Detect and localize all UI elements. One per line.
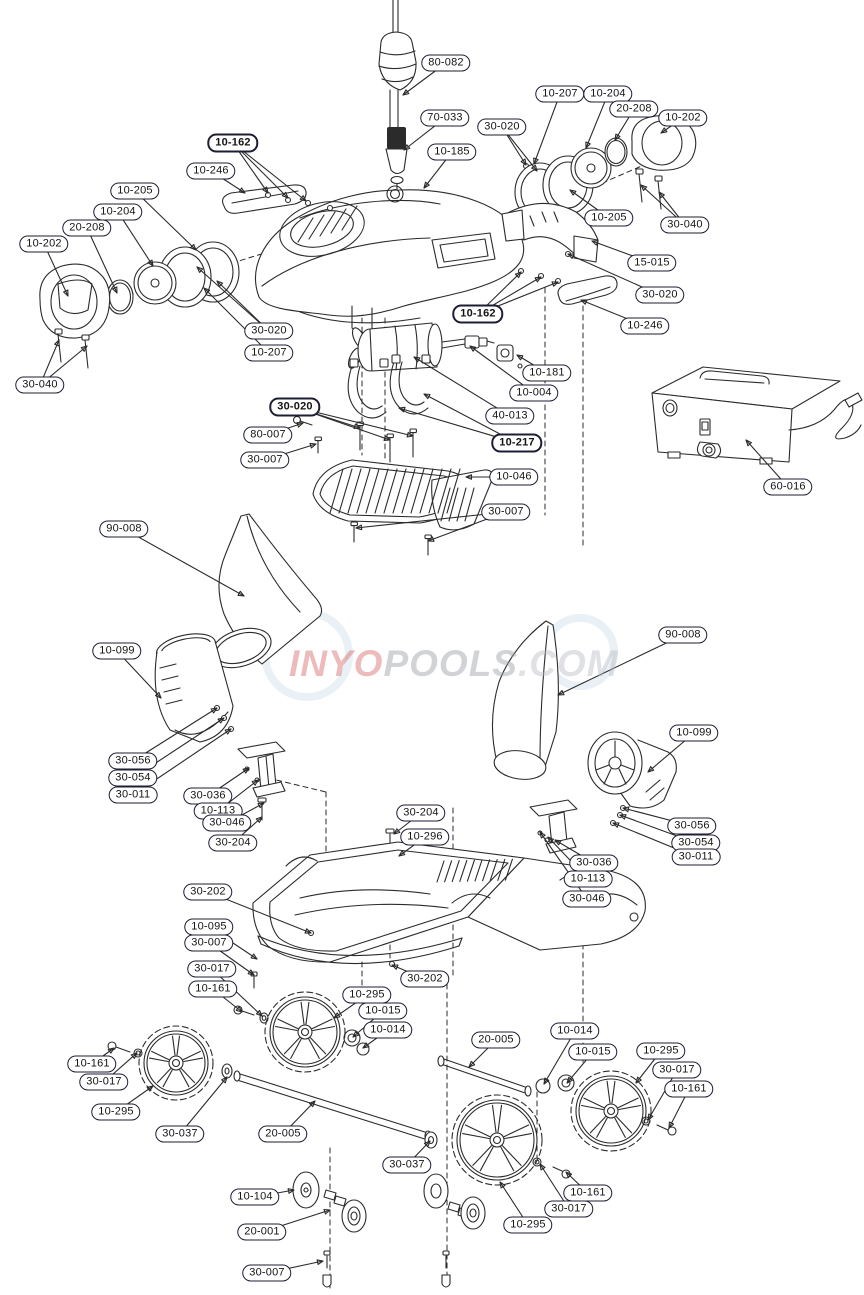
part-label-10-113: 10-113 [563,870,613,888]
right-bag-drawing [491,620,677,827]
part-label-10-207: 10-207 [244,344,294,362]
handle-drawing [501,202,599,263]
part-label-10-099: 10-099 [669,724,719,742]
motor-drawing [347,322,523,372]
part-label-10-295: 10-295 [91,1103,141,1121]
part-label-10-204: 10-204 [583,85,633,103]
part-label-30-037: 30-037 [155,1125,205,1143]
part-label-30-202: 30-202 [183,883,233,901]
part-label-40-013: 40-013 [485,407,535,425]
part-label-20-208: 20-208 [609,100,659,118]
part-label-30-036: 30-036 [183,787,233,805]
part-label-90-008: 90-008 [658,626,708,644]
part-label-10-161: 10-161 [67,1055,117,1073]
part-label-20-001: 20-001 [237,1223,287,1241]
part-label-30-011: 30-011 [671,848,721,866]
part-label-70-033: 70-033 [420,109,470,127]
part-label-10-246: 10-246 [620,317,670,335]
part-label-10-295: 10-295 [342,986,392,1004]
part-label-10-202: 10-202 [19,235,69,253]
part-label-20-005: 20-005 [471,1031,521,1049]
part-label-10-202: 10-202 [658,109,708,127]
part-label-10-014: 10-014 [550,1022,600,1040]
part-label-10-296: 10-296 [400,828,450,846]
leader-lines [39,62,789,1274]
part-label-30-007: 30-007 [481,503,531,521]
left-output-train-drawing [39,241,240,369]
brackets-drawing [237,741,611,889]
part-label-30-056: 30-056 [108,752,158,770]
part-label-10-046: 10-046 [489,468,539,486]
left-bag-drawing [154,513,323,743]
part-label-15-015: 15-015 [627,254,677,272]
part-label-10-099: 10-099 [92,642,142,660]
part-label-10-295: 10-295 [636,1042,686,1060]
part-label-10-246: 10-246 [186,162,236,180]
part-label-10-204: 10-204 [93,203,143,221]
part-label-10-181: 10-181 [522,364,572,382]
part-label-10-014: 10-014 [363,1021,413,1039]
part-label-30-017: 30-017 [652,1061,702,1079]
watermark-swirl [261,609,618,701]
part-label-30-046: 30-046 [202,814,252,832]
part-label-30-020: 30-020 [269,397,321,417]
part-label-30-017: 30-017 [187,960,237,978]
part-label-10-161: 10-161 [563,1184,613,1202]
part-label-10-004: 10-004 [509,384,559,402]
part-label-10-205: 10-205 [584,209,634,227]
part-label-20-005: 20-005 [258,1125,308,1143]
part-label-30-011: 30-011 [108,786,158,804]
part-label-30-007: 30-007 [240,451,290,469]
part-label-30-017: 30-017 [544,1200,594,1218]
part-label-90-008: 90-008 [99,520,149,538]
part-label-30-017: 30-017 [79,1073,129,1091]
axles-hardware-drawing [107,1005,677,1179]
part-label-10-162: 10-162 [452,304,504,324]
part-label-30-007: 30-007 [184,934,234,952]
part-label-10-162: 10-162 [207,133,259,153]
part-label-30-204: 30-204 [396,804,446,822]
part-label-30-036: 30-036 [569,854,619,872]
float-drawing [378,0,417,191]
part-label-80-082: 80-082 [421,54,471,72]
part-label-10-095: 10-095 [184,918,234,936]
body-shell-drawing [255,185,525,334]
part-label-10-217: 10-217 [491,433,543,453]
part-label-30-054: 30-054 [108,769,158,787]
part-label-30-054: 30-054 [671,834,721,852]
part-label-30-020: 30-020 [244,322,294,340]
part-label-30-040: 30-040 [15,376,65,394]
part-label-30-007: 30-007 [242,1264,292,1282]
generated-art [138,205,652,1186]
part-label-80-007: 80-007 [243,426,293,444]
part-label-10-207: 10-207 [535,85,585,103]
bottom-discs-drawing [292,1171,486,1288]
part-label-10-161: 10-161 [664,1080,714,1098]
part-label-10-161: 10-161 [188,980,238,998]
part-label-30-037: 30-037 [382,1156,432,1174]
part-label-10-015: 10-015 [358,1002,408,1020]
part-label-10-205: 10-205 [110,182,160,200]
part-label-10-104: 10-104 [230,1188,280,1206]
right-output-train-drawing [514,115,697,222]
part-label-10-295: 10-295 [503,1216,553,1234]
part-label-20-208: 20-208 [62,219,112,237]
part-label-30-046: 30-046 [562,890,612,908]
part-label-30-202: 30-202 [400,970,450,988]
power-supply-drawing [651,366,863,465]
part-label-60-016: 60-016 [763,478,813,496]
part-label-10-015: 10-015 [568,1043,618,1061]
part-label-30-056: 30-056 [667,817,717,835]
part-label-30-020: 30-020 [635,286,685,304]
part-label-10-185: 10-185 [427,143,477,161]
part-label-30-040: 30-040 [660,216,710,234]
part-label-30-020: 30-020 [477,118,527,136]
part-label-30-204: 30-204 [208,834,258,852]
